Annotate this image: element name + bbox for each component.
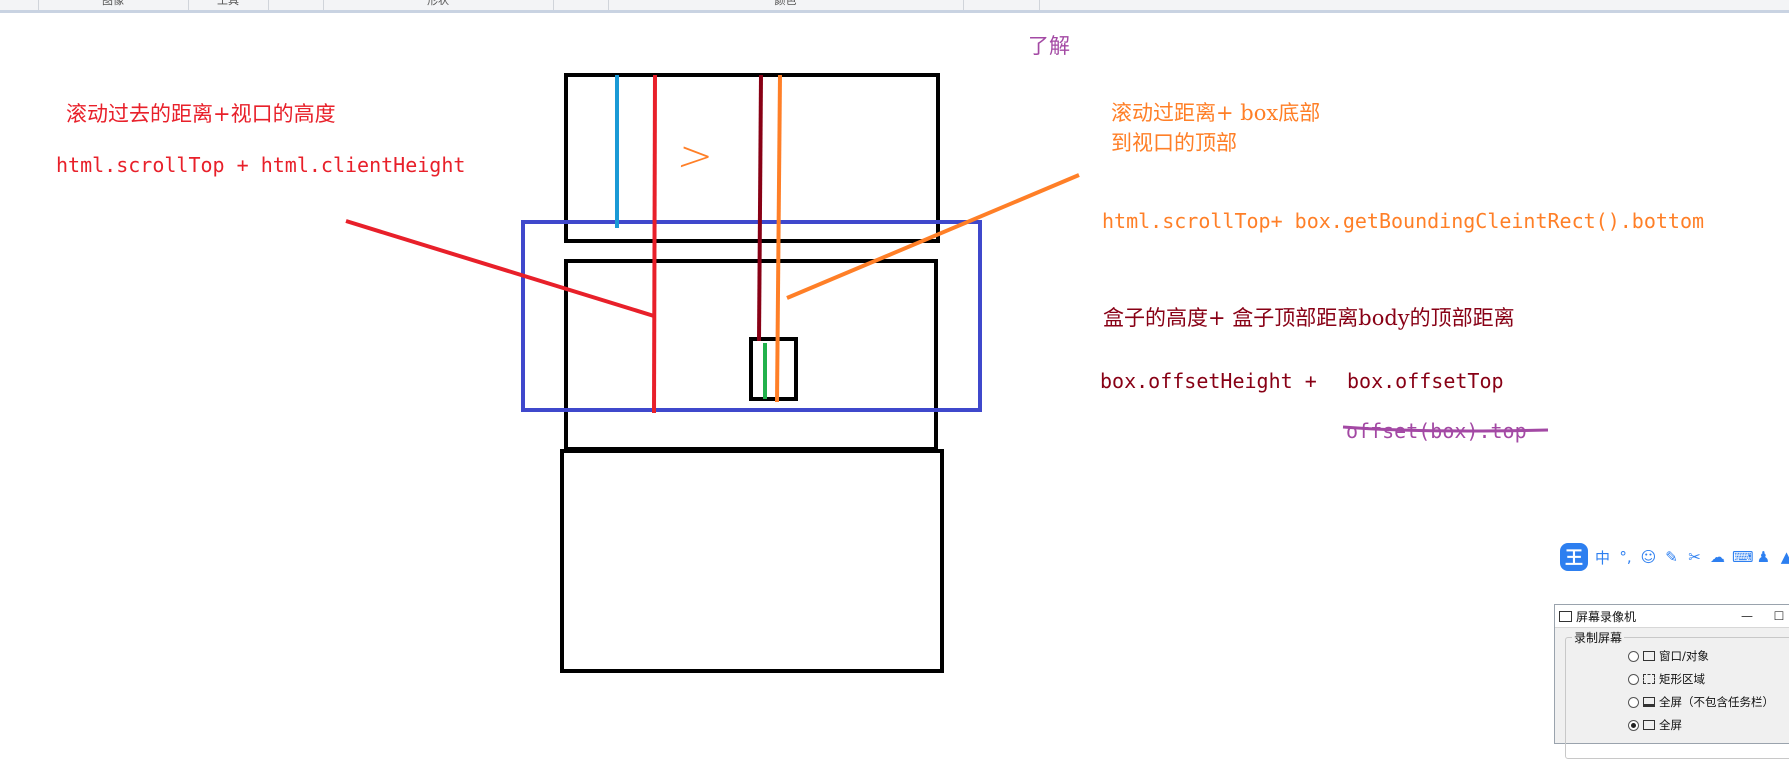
screen-recorder-window[interactable]: 屏幕录像机 — ☐ 录制屏幕 窗口/对象 矩形区域 全屏（不包含任务栏） 全屏	[1554, 604, 1789, 759]
ribbon-group-colors[interactable]: 颜色	[608, 0, 964, 10]
viewport-rect	[521, 220, 982, 412]
minimize-button[interactable]: —	[1741, 609, 1753, 623]
right-heading-line2: 到视口的顶部	[1111, 131, 1237, 155]
ribbon-group-edge	[0, 0, 39, 10]
orange-vertical-line	[775, 74, 782, 403]
radio-button[interactable]	[1628, 673, 1639, 685]
record-screen-group: 录制屏幕 窗口/对象 矩形区域 全屏（不包含任务栏） 全屏	[1565, 629, 1789, 759]
option-window-object[interactable]: 窗口/对象	[1628, 648, 1709, 664]
skin-icon[interactable]: ▲	[1780, 548, 1789, 566]
punctuation-icon[interactable]: °,	[1619, 548, 1632, 566]
left-heading: 滚动过去的距离+视口的高度	[66, 102, 336, 126]
user-icon[interactable]: ♟	[1756, 548, 1771, 566]
target-box-rect	[749, 337, 798, 401]
option-fullscreen[interactable]: 全屏	[1628, 717, 1682, 733]
right-code-offset-top: box.offsetTop	[1347, 369, 1504, 393]
monitor-icon	[1643, 697, 1655, 707]
red-vertical-line	[652, 74, 657, 414]
paint-ribbon-strip: 图像 工具 形状 颜色	[0, 0, 1789, 13]
maximize-button[interactable]: ☐	[1773, 609, 1785, 623]
chinese-mode-icon[interactable]: 中	[1594, 548, 1610, 567]
scissors-icon[interactable]: ✂	[1688, 548, 1701, 566]
drawing-canvas[interactable]: 了解 滚动过去的距离+视口的高度 html.scrollTop + html.c…	[0, 13, 1789, 742]
radio-button[interactable]	[1628, 650, 1639, 662]
greater-than-symbol: >	[674, 131, 717, 180]
bottom-box-rect	[560, 449, 944, 673]
ribbon-group-spacer	[268, 0, 324, 10]
ribbon-group-edit	[963, 0, 1040, 10]
ribbon-group-shapes[interactable]: 形状	[323, 0, 554, 10]
drawing-svg	[345, 73, 1549, 673]
right-heading2: 盒子的高度+ 盒子顶部距离body的顶部距离	[1103, 306, 1515, 330]
option-label: 矩形区域	[1659, 672, 1705, 686]
dark-red-vertical-line	[757, 74, 763, 342]
right-code-offset-height: box.offsetHeight +	[1100, 369, 1317, 393]
pen-icon[interactable]: ✎	[1665, 548, 1678, 566]
rect-region-icon	[1643, 674, 1655, 684]
option-rect-region[interactable]: 矩形区域	[1628, 671, 1705, 687]
top-box-rect	[564, 73, 940, 243]
cloud-icon[interactable]: ☁	[1710, 548, 1725, 566]
right-code-jquery-offset: offset(box).top	[1346, 419, 1527, 443]
ime-toolbar[interactable]: 王 中 °, ☺ ✎ ✂ ☁ ⌨ ♟ ▲	[1556, 540, 1789, 574]
left-code: html.scrollTop + html.clientHeight	[56, 153, 466, 177]
option-fullscreen-no-taskbar[interactable]: 全屏（不包含任务栏）	[1628, 694, 1774, 710]
right-code-bounding: html.scrollTop+ box.getBoundingCleintRec…	[1102, 209, 1705, 233]
record-screen-label: 录制屏幕	[1572, 629, 1625, 646]
option-label: 全屏（不包含任务栏）	[1659, 695, 1774, 709]
red-pointer-line	[345, 219, 655, 318]
recorder-title-bar[interactable]: 屏幕录像机 — ☐	[1555, 605, 1789, 628]
recorder-title: 屏幕录像机	[1576, 609, 1637, 624]
option-label: 全屏	[1659, 718, 1682, 732]
orange-pointer-line	[786, 173, 1080, 300]
ime-logo-icon[interactable]: 王	[1560, 543, 1588, 571]
understand-note: 了解	[1028, 34, 1070, 58]
radio-button-checked[interactable]	[1628, 719, 1639, 731]
purple-underline	[1342, 425, 1549, 433]
ribbon-group-tools[interactable]: 工具	[188, 0, 269, 10]
fullscreen-icon	[1643, 720, 1655, 730]
ribbon-group-spacer2	[553, 0, 609, 10]
film-icon	[1559, 610, 1572, 622]
radio-button[interactable]	[1628, 696, 1639, 708]
emoji-icon[interactable]: ☺	[1640, 548, 1657, 566]
window-icon	[1643, 651, 1655, 661]
keyboard-icon[interactable]: ⌨	[1732, 548, 1754, 566]
ribbon-group-image[interactable]: 图像	[38, 0, 189, 10]
option-label: 窗口/对象	[1659, 649, 1709, 663]
right-heading-line1: 滚动过距离+ box底部	[1111, 101, 1321, 125]
